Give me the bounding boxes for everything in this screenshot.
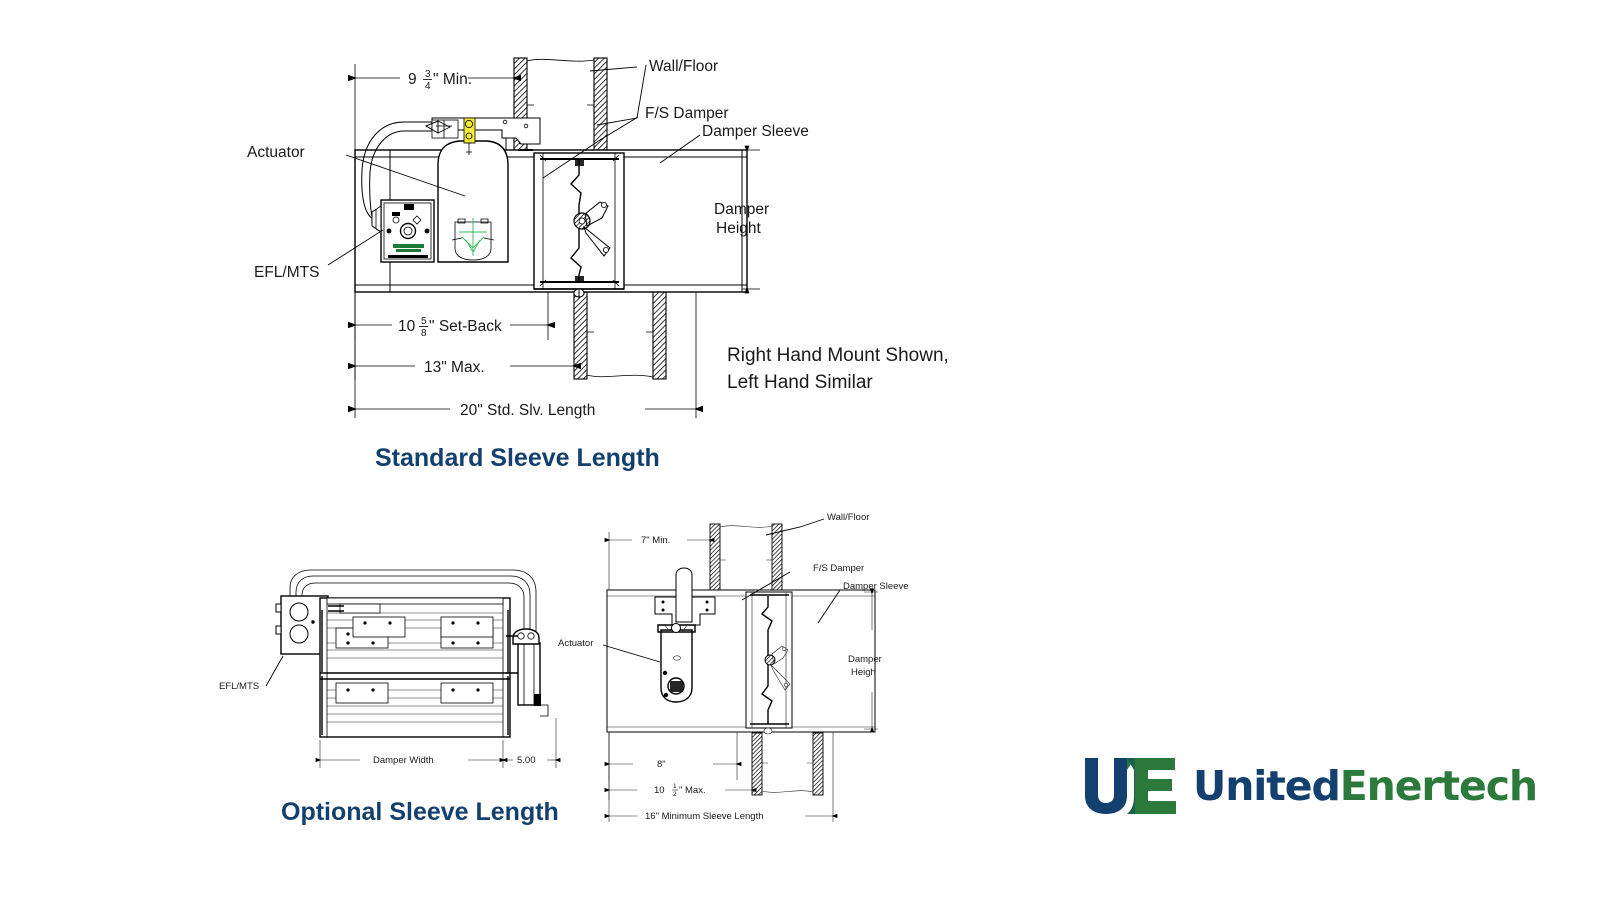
- callout-leaders-standard: [327, 64, 701, 266]
- dim-max-depth-optional-suffix: " Max.: [679, 785, 706, 796]
- dim-set-back-value: 10: [398, 318, 416, 335]
- dim-damper-height-line2: Height: [716, 220, 761, 237]
- dim-min-sleeve-length: 16" Minimum Sleeve Length: [604, 732, 838, 822]
- dim-set-back-optional-value: 8": [657, 759, 666, 770]
- dim-max-depth-value: 13" Max.: [424, 359, 485, 376]
- logo-word-united: United: [1193, 761, 1341, 810]
- callout-wall-floor-optional: Wall/Floor: [827, 512, 869, 523]
- dim-std-sleeve-length: 20" Std. Slv. Length: [348, 292, 703, 419]
- callout-fs-damper-optional: F/S Damper: [813, 563, 864, 574]
- dim-set-back-numerator: 5: [421, 316, 427, 327]
- dim-set-back-denominator: 8: [421, 328, 427, 339]
- callout-efl-mts: EFL/MTS: [254, 264, 319, 281]
- dim-damper-height-standard: [742, 145, 760, 294]
- united-enertech-logo: UnitedEnertech: [1083, 758, 1538, 814]
- figure-optional-sleeve: Damper Width 5.00 EFL/MTS: [219, 512, 908, 826]
- dim-min-clearance-standard: 9 3 4 " Min.: [348, 58, 521, 150]
- callout-damper-sleeve-optional: Damper Sleeve: [843, 581, 908, 592]
- dim-set-back-standard: 10 5 8 " Set-Back: [348, 292, 555, 340]
- callout-actuator: Actuator: [247, 144, 305, 161]
- mount-note-line1: Right Hand Mount Shown,: [727, 345, 949, 366]
- dim-damper-height-optional: [864, 588, 878, 733]
- callout-fs-damper: F/S Damper: [645, 105, 729, 122]
- actuator-side-view: [654, 567, 716, 703]
- dim-max-depth-standard: 13" Max.: [348, 292, 581, 380]
- ue-monogram-svg: [1085, 758, 1176, 814]
- logo-wordmark: UnitedEnertech: [1193, 765, 1538, 807]
- damper-face-view: [275, 569, 549, 738]
- wall-floor-lower: [573, 290, 667, 380]
- callout-efl-mts-optional: EFL/MTS: [219, 681, 259, 692]
- dim-min-clearance-value: 9: [408, 71, 417, 88]
- damper-symbol: [451, 218, 495, 261]
- dim-min-clearance-numerator: 3: [425, 69, 431, 80]
- callout-damper-sleeve: Damper Sleeve: [702, 123, 809, 140]
- dim-max-depth-optional: 10 1 2 " Max.: [604, 732, 757, 800]
- dim-max-depth-optional-numerator: 1: [673, 783, 677, 790]
- dim-set-back-optional: 8": [604, 732, 742, 780]
- dim-min-clearance-suffix: " Min.: [433, 71, 472, 88]
- dim-set-back-suffix: " Set-Back: [429, 318, 502, 335]
- dim-max-depth-optional-denominator: 2: [673, 791, 677, 798]
- dim-std-sleeve-length-value: 20" Std. Slv. Length: [460, 402, 595, 419]
- logo-word-enertech: Enertech: [1339, 761, 1538, 810]
- dim-damper-height-optional-line2: Heigh: [851, 667, 876, 678]
- dim-damper-width: Damper Width 5.00: [315, 718, 561, 768]
- dim-damper-height-optional-line1: Damper: [848, 654, 882, 665]
- dim-actuator-offset-value: 5.00: [517, 755, 536, 766]
- callout-wall-floor: Wall/Floor: [649, 58, 718, 75]
- figure-standard-sleeve: Wall/Floor F/S Damper Damper Sleeve Actu…: [247, 57, 949, 472]
- dim-min-clearance-optional: 7" Min.: [604, 524, 715, 590]
- figure-title-optional: Optional Sleeve Length: [281, 798, 559, 826]
- dim-damper-height-line1: Damper: [714, 201, 769, 218]
- actuator-assembly-standard: [361, 117, 541, 292]
- figure-title-standard: Standard Sleeve Length: [375, 444, 660, 472]
- dim-min-sleeve-length-value: 16" Minimum Sleeve Length: [645, 811, 764, 822]
- dim-damper-width-value: Damper Width: [373, 755, 434, 766]
- ue-monogram-icon: [1083, 758, 1179, 814]
- dim-max-depth-optional-value: 10: [654, 785, 665, 796]
- dim-min-clearance-optional-value: 7" Min.: [641, 535, 670, 546]
- mount-note-line2: Left Hand Similar: [727, 372, 873, 393]
- dim-min-clearance-denominator: 4: [425, 81, 431, 92]
- fs-damper-assembly: [533, 152, 625, 299]
- callout-actuator-optional: Actuator: [558, 638, 593, 649]
- optional-side-section: Damper Heigh Wall/Floor F/S Damper Dampe…: [558, 512, 908, 822]
